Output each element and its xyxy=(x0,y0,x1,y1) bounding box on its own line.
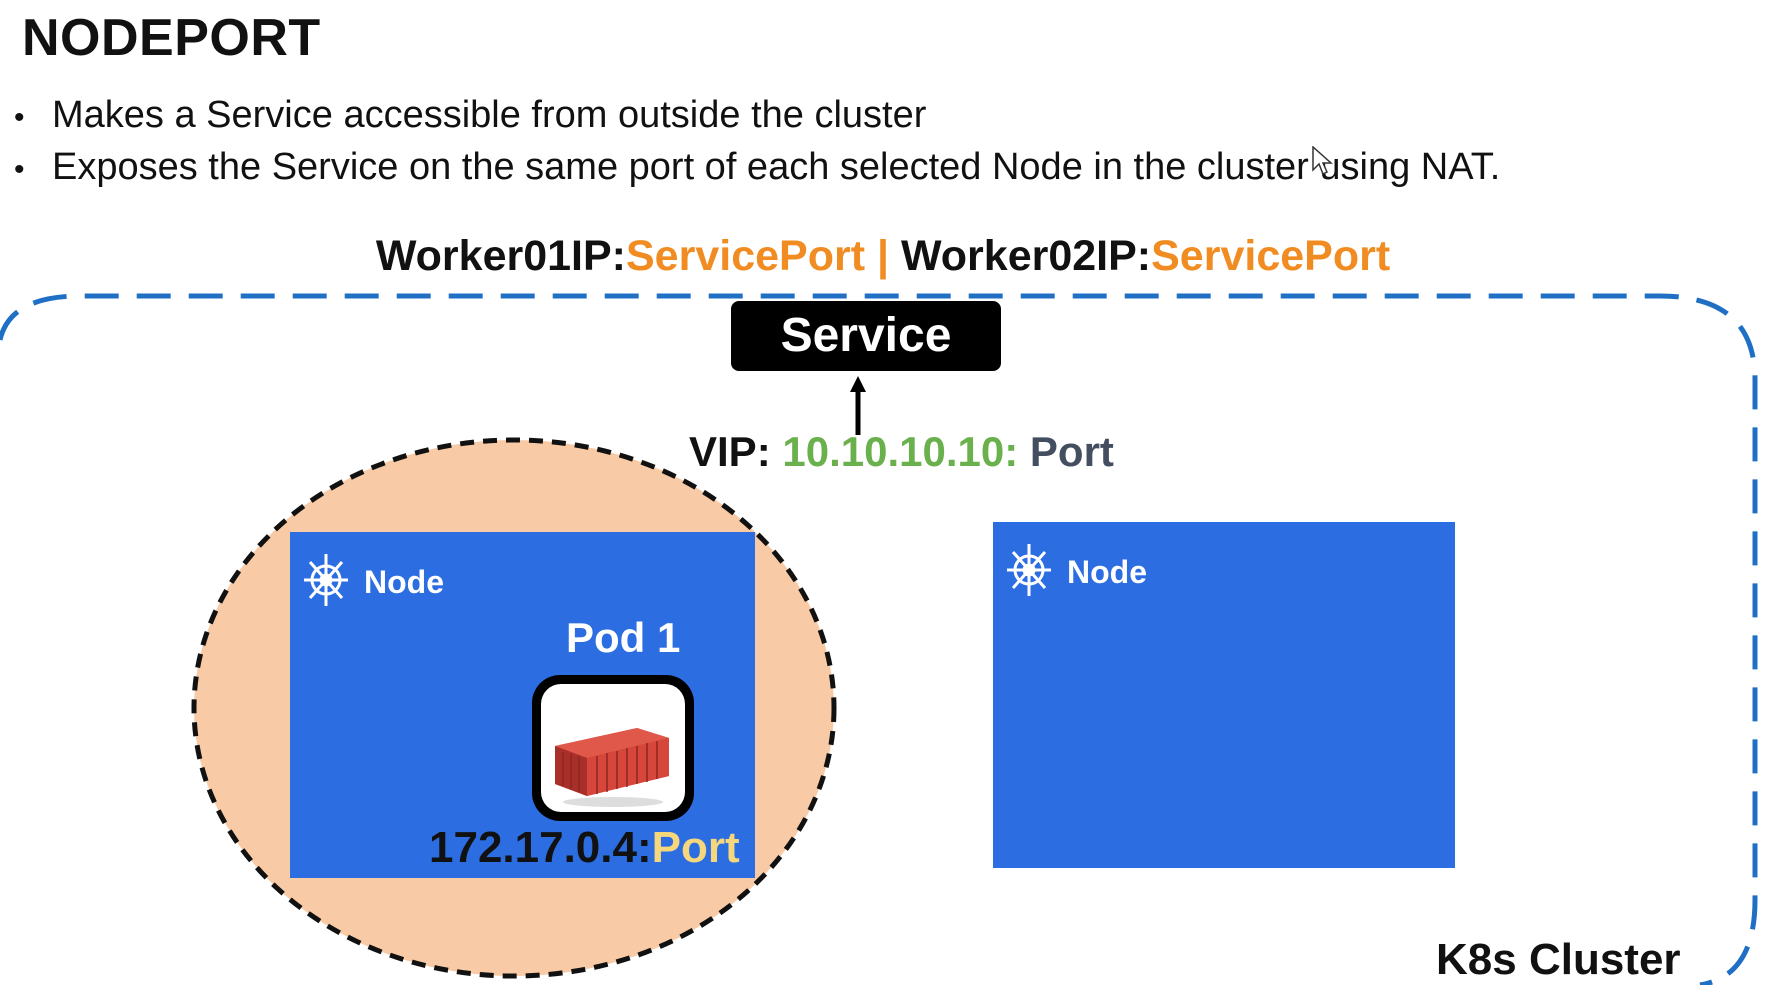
node-label: Node xyxy=(364,564,444,600)
endpoint-heading: Worker01IP:ServicePort | Worker02IP:Serv… xyxy=(0,232,1766,281)
bullet-text: Exposes the Service on the same port of … xyxy=(52,146,1501,188)
container-icon xyxy=(532,675,694,821)
vip-label: VIP: 10.10.10.10: Port xyxy=(689,428,1114,476)
service-box: Service xyxy=(731,301,1001,371)
cursor-icon xyxy=(1312,145,1334,181)
cluster-label: K8s Cluster xyxy=(1436,935,1681,984)
helm-wheel-icon xyxy=(1005,536,1053,609)
pod-address: 172.17.0.4:Port xyxy=(429,823,740,873)
bullet-item: • Exposes the Service on the same port o… xyxy=(14,146,1500,189)
worker1-port: ServicePort xyxy=(626,232,866,280)
bullet-dot: • xyxy=(14,153,25,186)
page-title: NODEPORT xyxy=(22,9,321,67)
bullet-item: • Makes a Service accessible from outsid… xyxy=(14,94,926,137)
pod-ip: 172.17.0.4: xyxy=(429,823,652,872)
worker2-port: ServicePort xyxy=(1151,232,1391,280)
node-box: Node xyxy=(993,522,1455,868)
cluster-boundary xyxy=(0,293,1758,985)
endpoint-separator: | xyxy=(865,232,901,280)
bullet-text: Makes a Service accessible from outside … xyxy=(52,94,927,136)
service-arrow-head xyxy=(850,376,866,392)
worker2-ip: Worker02IP: xyxy=(900,232,1152,280)
vip-port: Port xyxy=(1018,428,1114,475)
node-label: Node xyxy=(1067,554,1147,590)
vip-ip: 10.10.10.10: xyxy=(782,428,1019,475)
helm-wheel-icon xyxy=(302,546,350,619)
bullet-dot: • xyxy=(14,101,25,134)
worker1-ip: Worker01IP: xyxy=(375,232,626,280)
pod-label: Pod 1 xyxy=(566,614,681,661)
pod-port: Port xyxy=(651,823,740,872)
vip-prefix: VIP: xyxy=(689,428,783,475)
